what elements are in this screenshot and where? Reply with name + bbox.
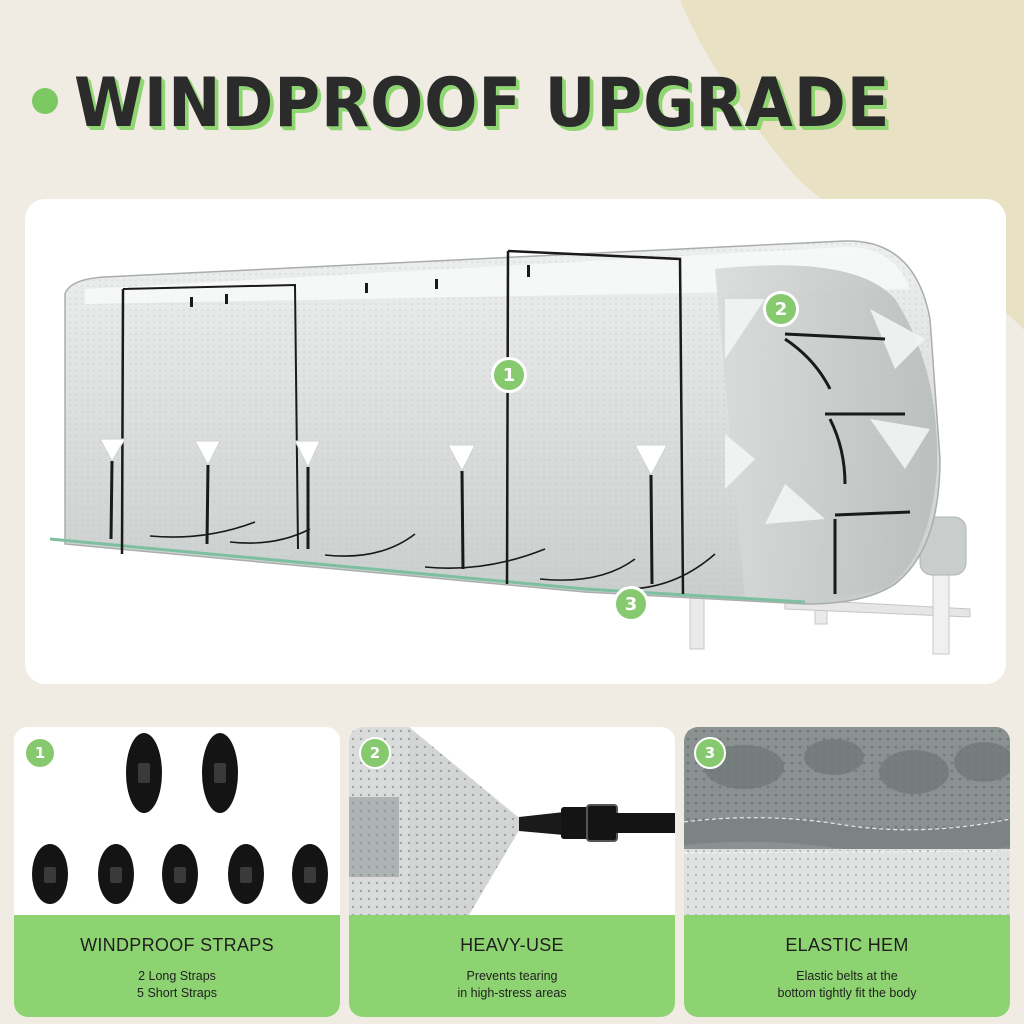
card-title: HEAVY-USE [460,935,564,955]
feature-card-heavy-use: 2 HEAVY-USE Prevents tearing in high-str… [349,727,675,1017]
page-title: WINDPROOF UPGRADE [74,64,891,143]
reinforced-corner-buckle-photo [349,727,675,915]
card-detail-line: Prevents tearing [466,969,558,983]
card-detail-line: Elastic belts at the [796,969,898,983]
bullet-dot-icon [32,88,58,114]
hero-product-image: 1 2 3 [25,199,1006,684]
marker-2: 2 [763,291,799,327]
card-marker-1: 1 [24,737,56,769]
header: WINDPROOF UPGRADE [30,62,1010,152]
card-caption: ELASTIC HEM Elastic belts at the bottom … [684,915,1010,1017]
rv-cover-illustration [49,240,971,655]
feature-card-windproof-straps: 1 WINDPROOF STRAPS 2 Long Straps 5 Short… [14,727,340,1017]
card-detail-line: 2 Long Straps [138,969,216,983]
card-detail-line: 5 Short Straps [137,986,217,1000]
card-detail-line: bottom tightly fit the body [777,986,917,1000]
marker-3: 3 [613,586,649,622]
card-title: ELASTIC HEM [785,935,909,955]
card-marker-2: 2 [359,737,391,769]
card-detail-line: in high-stress areas [457,986,567,1000]
elastic-hem-photo [684,727,1010,915]
card-title: WINDPROOF STRAPS [80,935,274,955]
card-caption: WINDPROOF STRAPS 2 Long Straps 5 Short S… [14,915,340,1017]
card-marker-3: 3 [694,737,726,769]
feature-card-elastic-hem: 3 ELASTIC HEM Elastic belts at the botto… [684,727,1010,1017]
card-caption: HEAVY-USE Prevents tearing in high-stres… [349,915,675,1017]
windproof-straps-photo [14,727,340,915]
marker-1: 1 [491,357,527,393]
